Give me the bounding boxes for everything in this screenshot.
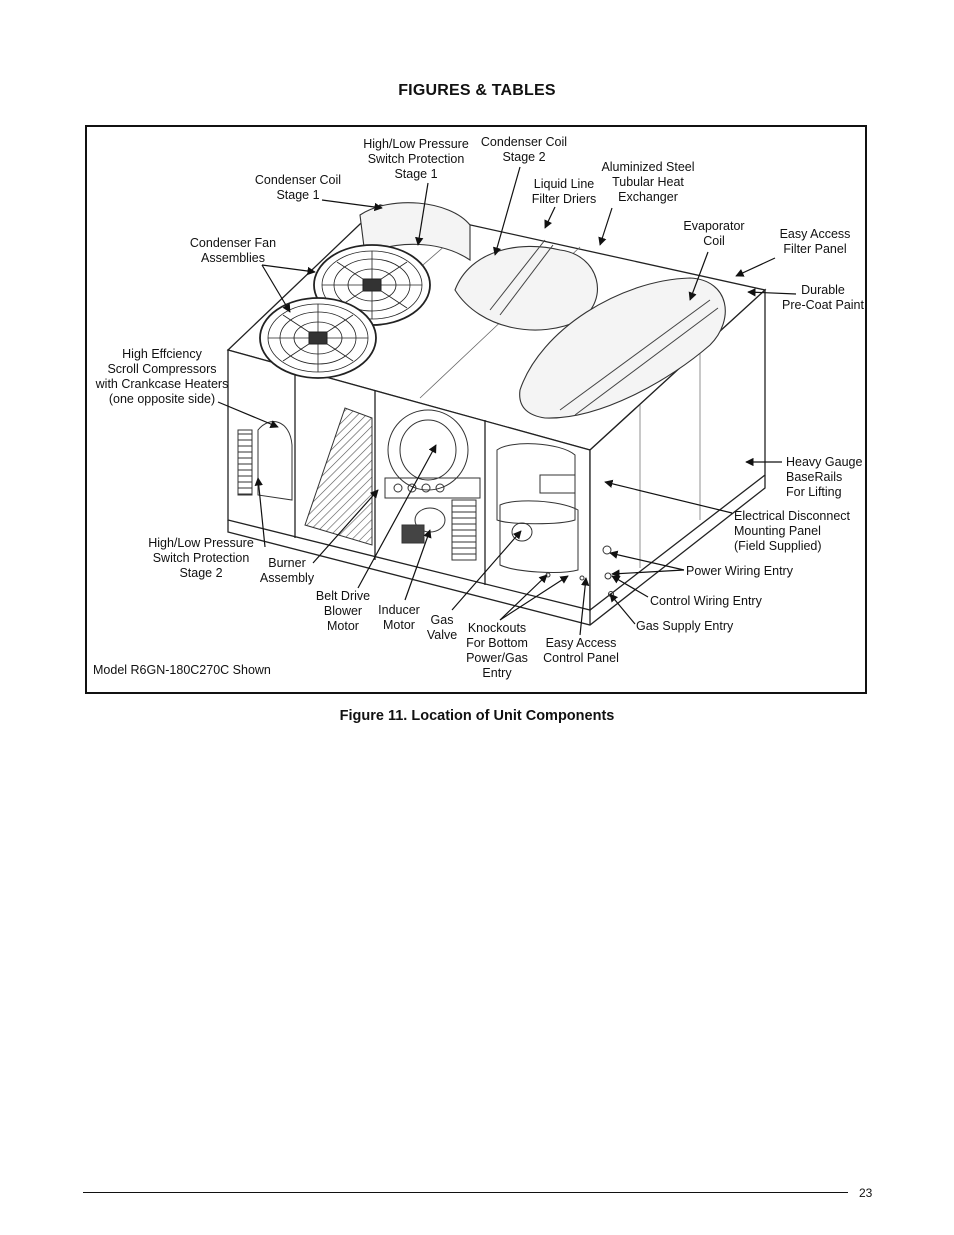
label-liquid-line: Liquid Line Filter Driers [531,177,597,206]
blower-heat-compartment [384,409,481,561]
label-belt-drive: Belt Drive Blower Motor [315,589,371,633]
label-condenser-fan: Condenser Fan Assemblies [189,236,277,265]
label-gas-valve: Gas Valve [426,613,458,642]
section-title: FIGURES & TABLES [398,82,556,99]
label-gas-supply: Gas Supply Entry [636,619,734,633]
label-power-wiring: Power Wiring Entry [686,564,793,578]
label-easy-access-control: Easy Access Control Panel [543,636,619,665]
label-base-rails: Heavy Gauge BaseRails For Lifting [786,455,863,499]
label-burner-assembly: Burner Assembly [259,556,315,585]
label-knockouts: Knockouts For Bottom Power/Gas Entry [466,621,528,680]
label-hl-pressure-stage1: High/Low Pressure Switch Protection Stag… [363,137,469,181]
label-aluminized-steel: Aluminized Steel Tubular Heat Exchanger [601,160,695,204]
figure-caption: Figure 11. Location of Unit Components [339,708,615,724]
figure-frame [85,125,867,694]
callout-lines [217,166,797,636]
label-condenser-coil-stage1: Condenser Coil Stage 1 [254,173,342,202]
label-condenser-coil-stage2: Condenser Coil Stage 2 [480,135,568,164]
model-note: Model R6GN-180C270C Shown [93,663,271,677]
label-control-wiring: Control Wiring Entry [650,594,762,608]
label-electrical-disconnect: Electrical Disconnect Mounting Panel (Fi… [734,509,851,553]
compressor-compartment [237,421,293,501]
label-easy-access-filter: Easy Access Filter Panel [779,227,851,256]
evaporator-coil [489,239,719,416]
condenser-fan-2 [259,297,377,379]
label-scroll-compressors: High Effciency Scroll Compressors with C… [95,347,229,406]
label-durable-paint: Durable Pre-Coat Paint [782,283,864,312]
label-evaporator-coil: Evaporator Coil [683,219,745,248]
footer-rule [83,1192,848,1193]
label-inducer-motor: Inducer Motor [378,603,420,632]
unit-components-illustration [217,166,797,636]
label-hl-pressure-stage2: High/Low Pressure Switch Protection Stag… [148,536,254,580]
page-number: 23 [859,1186,873,1200]
condenser-coil-grille [304,407,373,546]
